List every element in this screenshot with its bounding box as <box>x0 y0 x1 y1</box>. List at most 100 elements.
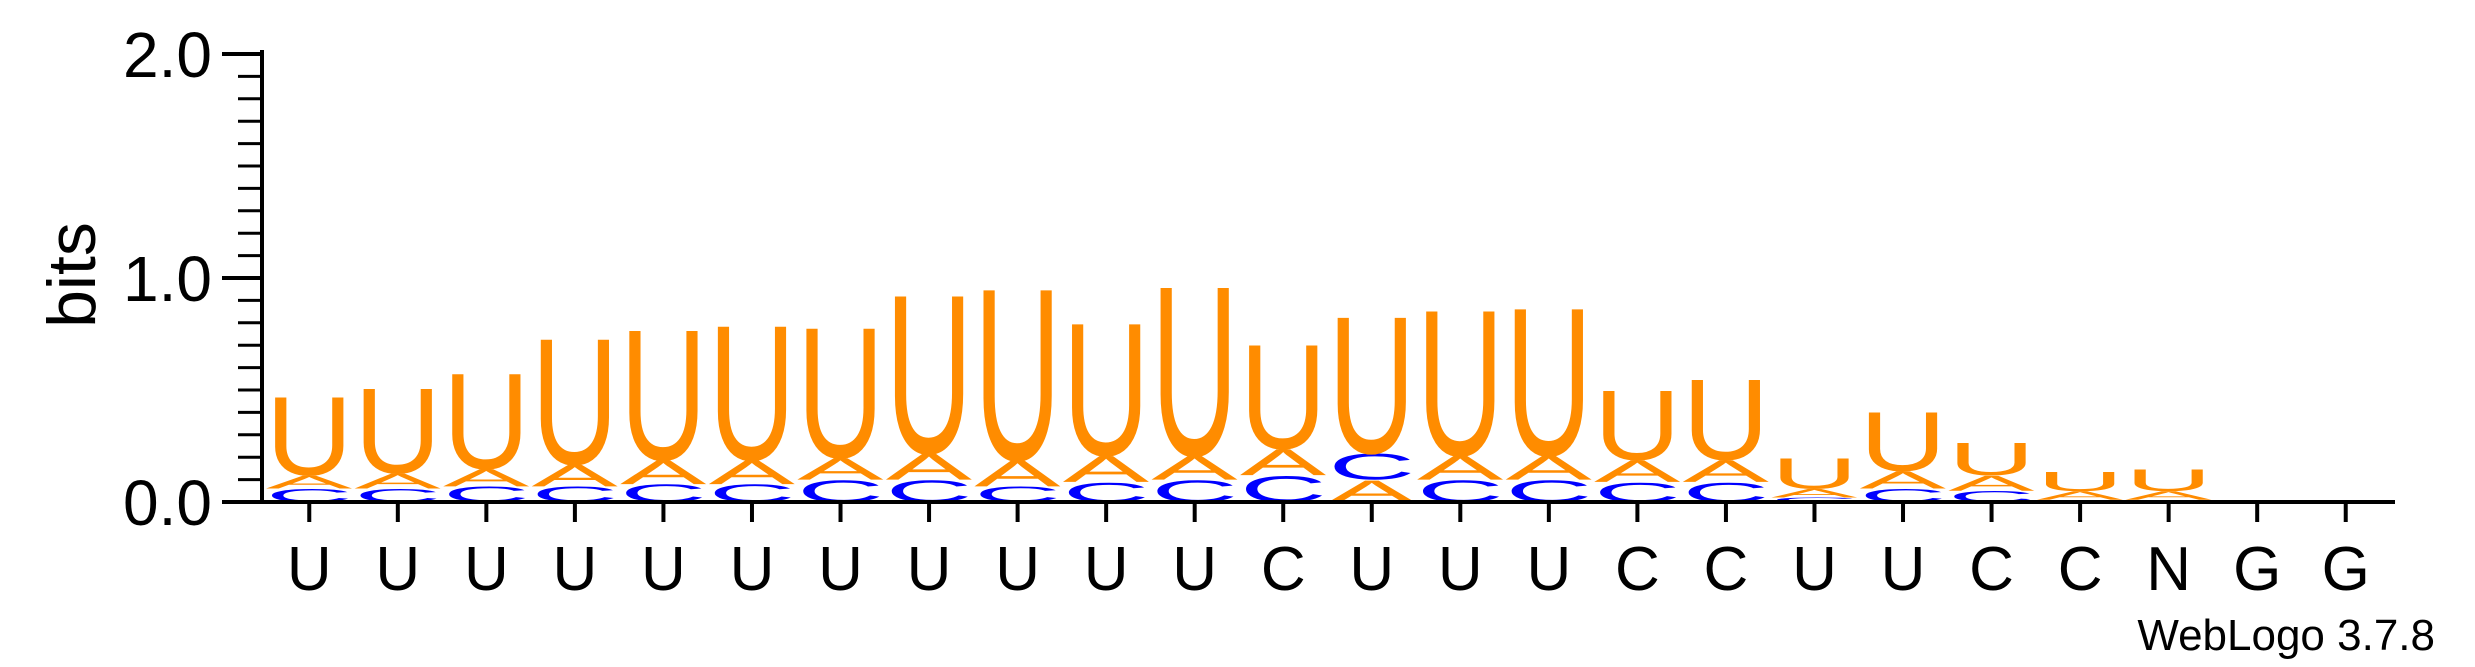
logo-letter-A: A <box>709 453 795 491</box>
logo-letter-U: U <box>620 292 707 500</box>
x-tick-label: C <box>1969 535 2014 604</box>
logo-letter-A: A <box>1240 442 1327 484</box>
logo-letter-U: U <box>974 237 1061 511</box>
logo-letter-U: U <box>886 248 973 502</box>
logo-letter-A: A <box>620 453 706 491</box>
x-tick-label: U <box>1792 535 1837 604</box>
logo-letter-U: U <box>1505 264 1592 500</box>
stack-position-11: CAU <box>1151 236 1238 509</box>
x-tick-label: U <box>730 535 775 604</box>
stack-position-6: CAU <box>709 287 796 508</box>
logo-letter-A: A <box>1860 466 1947 494</box>
stack-position-16: CAU <box>1594 370 1681 508</box>
stack-position-3: CAU <box>443 345 530 507</box>
stack-position-1: CAU <box>266 374 353 506</box>
x-tick-label: U <box>1349 535 1394 604</box>
logo-letter-A: A <box>266 472 353 493</box>
x-tick-label: G <box>2322 535 2370 604</box>
stack-position-13: ACU <box>1328 277 1415 509</box>
logo-letter-C: C <box>1328 446 1415 488</box>
logo-letter-A: A <box>354 469 440 493</box>
logo-letter-A: A <box>1151 449 1237 487</box>
stack-position-8: CAU <box>886 248 973 509</box>
logo-letter-C: C <box>1771 496 1858 503</box>
logo-letter-U: U <box>1860 394 1947 488</box>
logo-letter-U: U <box>1683 355 1770 484</box>
x-tick-label: C <box>2058 535 2103 604</box>
logo-letter-U: U <box>266 374 353 499</box>
stack-position-5: CAU <box>620 292 707 508</box>
stack-position-15: CAU <box>1505 264 1592 508</box>
x-tick-label: U <box>464 535 509 604</box>
weblogo-version-label: WebLogo 3.7.8 <box>2137 611 2435 660</box>
x-tick-label: N <box>2146 535 2191 604</box>
logo-letter-U: U <box>1151 236 1238 507</box>
x-tick-label: U <box>375 535 420 604</box>
logo-letter-A: A <box>1594 454 1681 489</box>
logo-letter-U: U <box>1771 450 1858 499</box>
logo-letter-A: A <box>1505 449 1591 487</box>
stack-position-7: CAU <box>797 290 884 509</box>
x-tick-label: C <box>1261 535 1306 604</box>
x-tick-label: U <box>818 535 863 604</box>
logo-letter-U: U <box>2125 463 2212 498</box>
x-tick-label: C <box>1704 535 1749 604</box>
stack-position-14: CAU <box>1417 267 1504 508</box>
logo-letter-U: U <box>709 287 796 502</box>
stack-position-4: CAU <box>532 301 619 506</box>
x-tick-label: U <box>907 535 952 604</box>
logo-letter-A: A <box>886 446 973 488</box>
logo-letter-U: U <box>1594 370 1681 481</box>
stack-position-17: CAU <box>1683 355 1770 508</box>
logo-letter-U: U <box>1948 433 2035 485</box>
logo-letter-A: A <box>1417 449 1503 487</box>
x-tick-label: U <box>287 535 332 604</box>
y-axis-label: bits <box>34 222 110 328</box>
logo-letter-U: U <box>2037 466 2124 497</box>
stack-position-19: CAU <box>1860 394 1947 506</box>
x-tick-label: U <box>1526 535 1571 604</box>
stack-position-10: CAU <box>1063 283 1150 508</box>
x-tick-label: U <box>995 535 1040 604</box>
x-tick-label: U <box>553 535 598 604</box>
x-tick-label: U <box>1881 535 1926 604</box>
logo-letter-U: U <box>532 301 619 502</box>
logo-letter-A: A <box>1771 486 1858 500</box>
stack-position-18: CAU <box>1771 450 1858 504</box>
x-tick-label: U <box>1172 535 1217 604</box>
stack-position-20: CAU <box>1948 433 2035 505</box>
y-tick-label: 1.0 <box>123 243 212 315</box>
logo-letter-A: A <box>2125 489 2212 503</box>
logo-letter-A: A <box>974 453 1061 495</box>
y-tick-label: 2.0 <box>123 19 212 91</box>
logo-letter-A: A <box>2037 489 2124 503</box>
y-axis: 0.0 1.0 2.0 <box>123 19 264 539</box>
logo-letter-A: A <box>797 452 884 487</box>
logo-letter-U: U <box>1328 277 1415 495</box>
logo-letter-A: A <box>1683 454 1770 489</box>
logo-letter-U: U <box>443 345 530 498</box>
x-tick-label: U <box>1084 535 1129 604</box>
stack-position-22: CAU <box>2125 463 2212 503</box>
stack-position-2: CAU <box>354 363 441 506</box>
logo-letter-U: U <box>1417 267 1504 500</box>
logo-letter-A: A <box>1063 449 1150 491</box>
logo-letter-A: A <box>443 464 530 492</box>
stack-position-9: CAU <box>974 237 1061 511</box>
logo-letter-U: U <box>1240 313 1327 480</box>
y-tick-label: 0.0 <box>123 467 212 539</box>
logo-letter-A: A <box>1948 471 2034 495</box>
x-tick-label: C <box>1615 535 1660 604</box>
logo-letter-U: U <box>797 290 884 498</box>
stack-position-12: CAU <box>1240 313 1327 510</box>
x-tick-label: U <box>641 535 686 604</box>
logo-letter-A: A <box>532 458 619 493</box>
x-tick-label: G <box>2233 535 2281 604</box>
x-tick-label: U <box>1438 535 1483 604</box>
stack-position-21: CAU <box>2037 466 2124 503</box>
logo-letter-U: U <box>1063 283 1150 496</box>
logo-letter-U: U <box>354 363 441 499</box>
